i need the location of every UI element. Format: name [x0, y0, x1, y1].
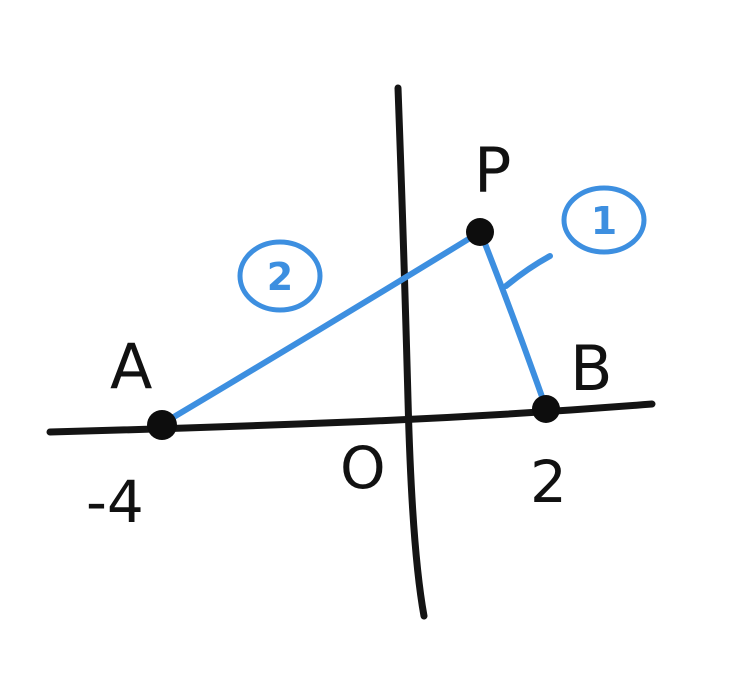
segment-ap	[159, 229, 483, 427]
point-b-coordinate: 2	[530, 448, 567, 516]
point-b-label: B	[570, 332, 613, 405]
x-axis-line	[46, 400, 656, 436]
ratio-ap-value: 2	[267, 255, 293, 299]
point-b-dot	[532, 395, 560, 423]
ratio-pb-pointer	[503, 253, 553, 289]
origin-label: O	[340, 434, 386, 502]
point-a-dot	[147, 410, 177, 440]
ratio-ap-badge: 2	[237, 239, 323, 313]
ratio-pb-badge: 1	[561, 185, 647, 255]
ratio-pb-value: 1	[591, 199, 617, 243]
segment-pb	[479, 233, 549, 411]
point-a-label: A	[110, 330, 152, 403]
point-p-dot	[466, 218, 494, 246]
point-p-label: P	[474, 134, 511, 207]
point-a-coordinate: -4	[86, 468, 144, 536]
y-axis-line	[394, 84, 428, 620]
